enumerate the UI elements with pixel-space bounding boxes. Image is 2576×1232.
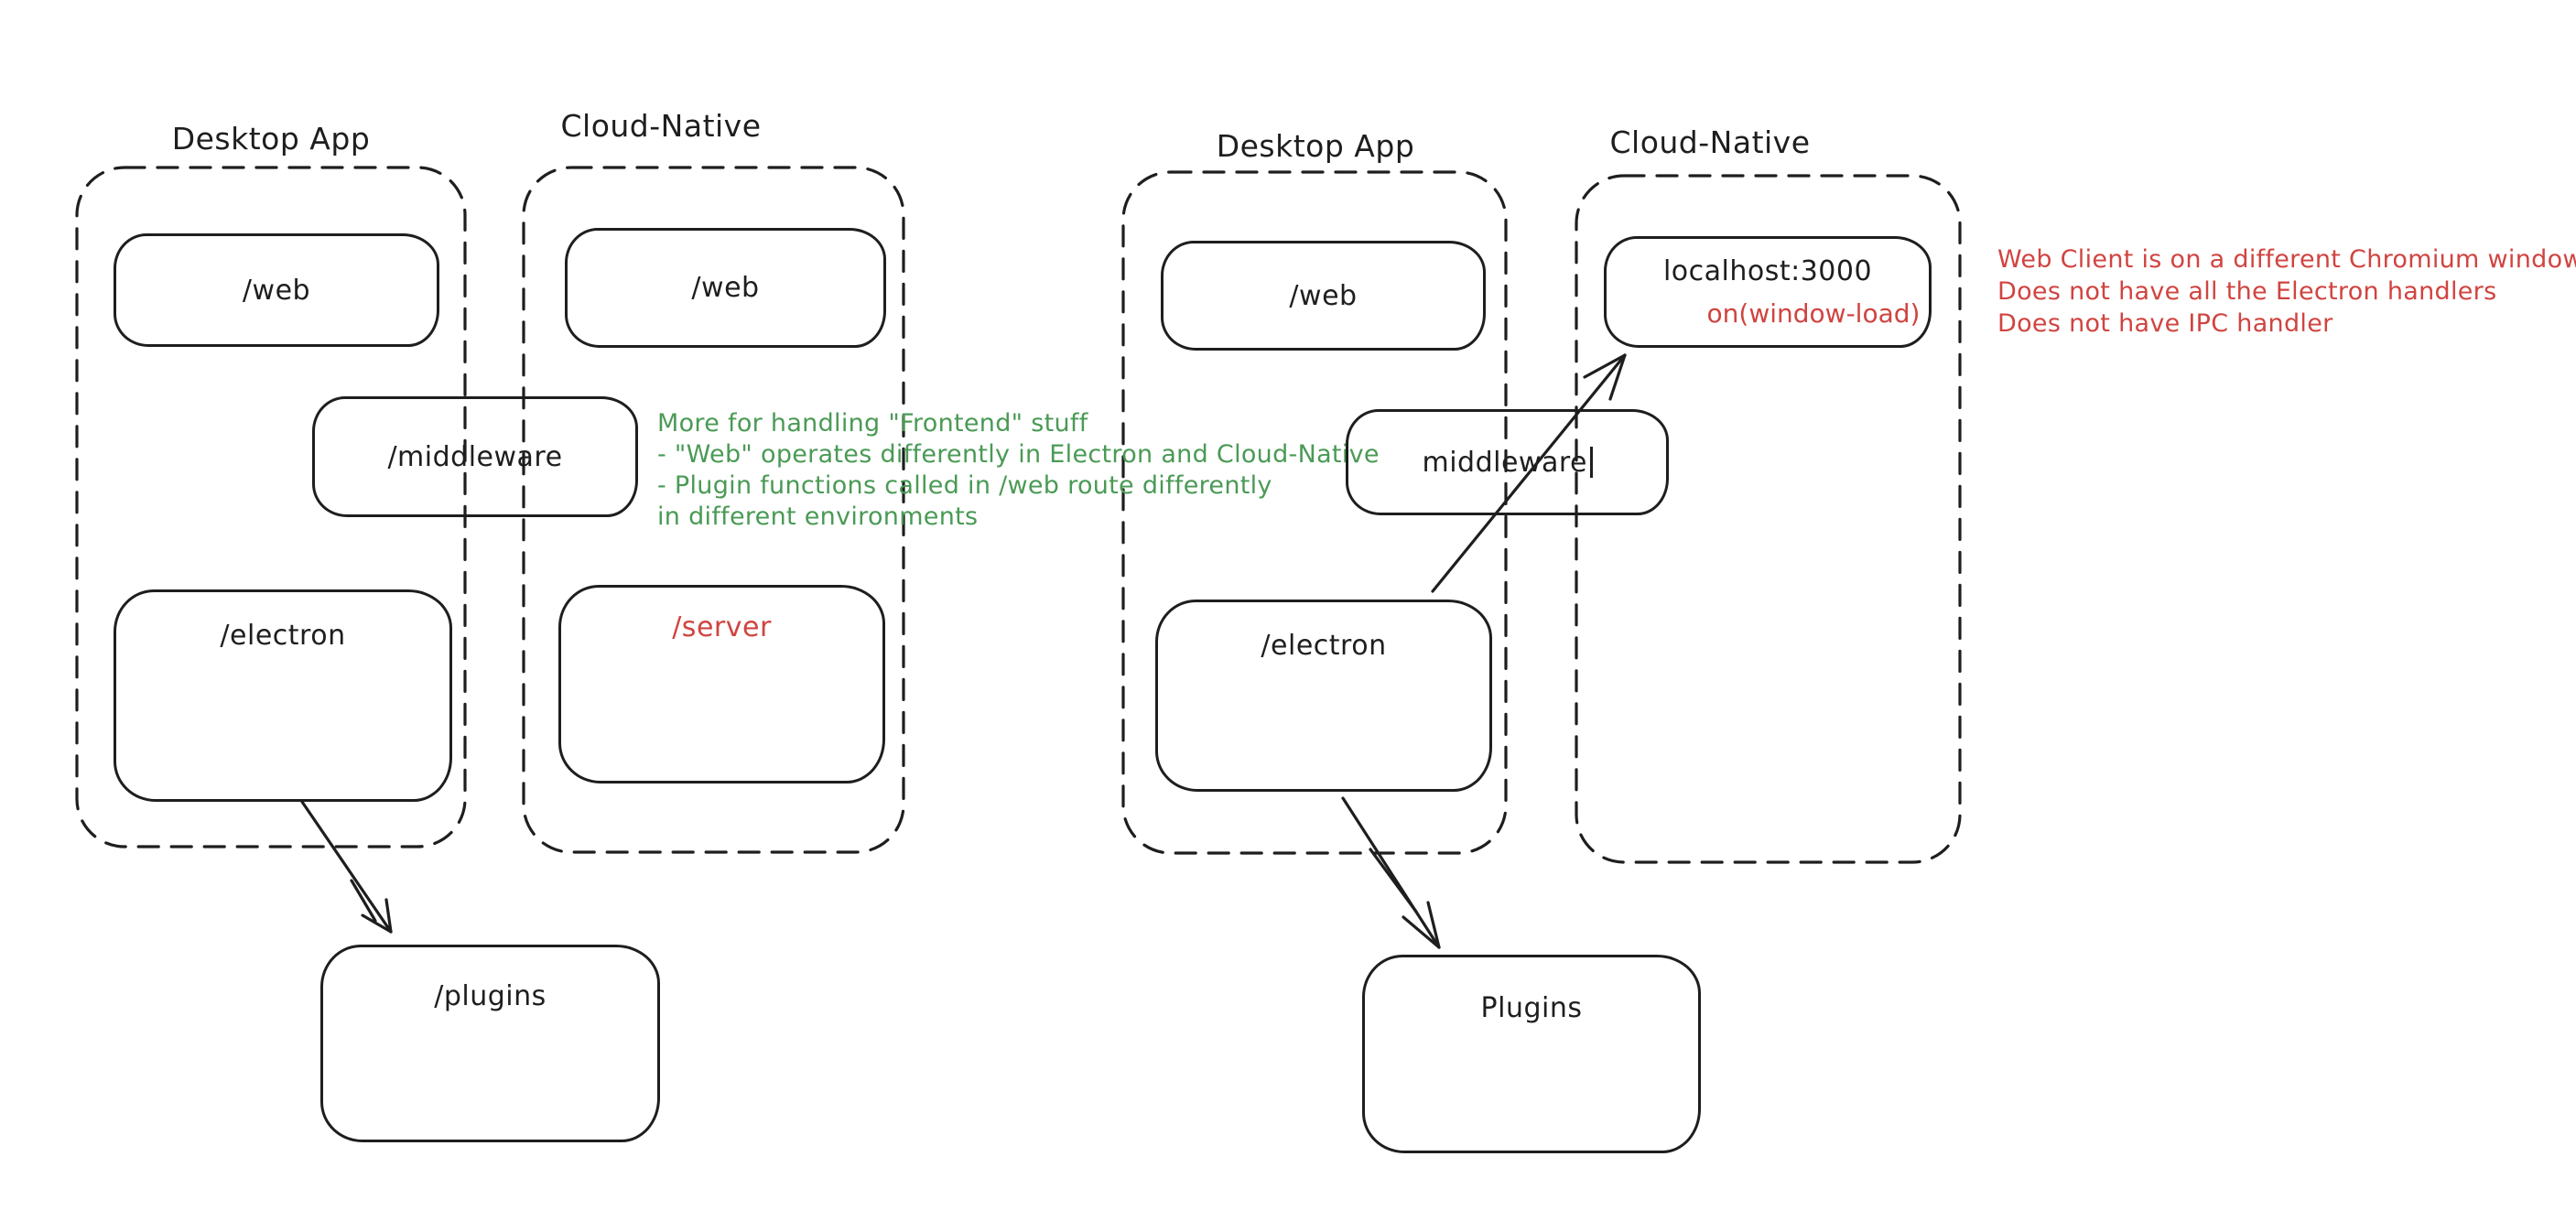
node-label: /middleware	[387, 440, 563, 473]
node-middleware-left[interactable]: /middleware	[312, 396, 638, 517]
middleware-note[interactable]: More for handling "Frontend" stuff - "We…	[657, 408, 1380, 533]
arrow-electron-to-plugins-left[interactable]	[300, 800, 393, 934]
node-label: middleware	[1422, 446, 1587, 479]
node-label: /web	[691, 272, 760, 304]
diagram-left-desktop-label[interactable]: Desktop App	[171, 121, 371, 157]
node-server[interactable]: /server	[558, 585, 885, 784]
node-plugins-right[interactable]: Plugins	[1362, 955, 1701, 1153]
note-line: - "Web" operates differently in Electron…	[657, 440, 1380, 469]
node-label: /web	[242, 274, 311, 307]
arrow-electron-to-localhost[interactable]	[1431, 353, 1627, 593]
window-load-event-label: on(window-load)	[1706, 298, 1921, 329]
node-label: Plugins	[1480, 992, 1583, 1024]
node-middleware-right[interactable]: middleware	[1346, 409, 1669, 515]
node-label: /server	[672, 611, 772, 643]
diagram-right-desktop-label[interactable]: Desktop App	[1216, 128, 1415, 164]
diagram-right-desktop-boundary[interactable]	[1121, 170, 1508, 855]
diagram-left-desktop-boundary[interactable]	[75, 166, 467, 848]
arrow-electron-to-plugins-right[interactable]	[1341, 796, 1441, 949]
node-web-desktop-right[interactable]: /web	[1161, 241, 1486, 351]
diagram-right-cloud-boundary[interactable]	[1575, 174, 1962, 864]
note-line: - Plugin functions called in /web route …	[657, 471, 1272, 500]
diagram-left-cloud-label[interactable]: Cloud-Native	[560, 108, 762, 144]
web-client-note[interactable]: Web Client is on a different Chromium wi…	[1997, 243, 2576, 340]
note-line: Does not have IPC handler	[1997, 309, 2333, 338]
node-web-cloud-left[interactable]: /web	[565, 228, 886, 348]
node-electron-left[interactable]: /electron	[114, 589, 452, 802]
diagram-right-cloud-label[interactable]: Cloud-Native	[1609, 124, 1811, 160]
note-line: More for handling "Frontend" stuff	[657, 409, 1088, 438]
note-line: Does not have all the Electron handlers	[1997, 277, 2497, 306]
node-label: /plugins	[434, 980, 547, 1012]
text-cursor	[1590, 447, 1593, 478]
node-label: localhost:3000	[1662, 255, 1873, 287]
node-plugins-left[interactable]: /plugins	[320, 945, 660, 1142]
note-line: Web Client is on a different Chromium wi…	[1997, 245, 2576, 274]
node-label: /electron	[220, 620, 346, 652]
note-line: in different environments	[657, 503, 979, 531]
node-web-client-localhost[interactable]: localhost:3000 on(window-load)	[1604, 236, 1932, 348]
node-label: /electron	[1261, 630, 1387, 662]
node-label: /web	[1289, 279, 1358, 312]
diagram-left-cloud-boundary[interactable]	[522, 166, 905, 854]
node-electron-right[interactable]: /electron	[1155, 600, 1492, 792]
node-web-desktop-left[interactable]: /web	[114, 233, 439, 347]
